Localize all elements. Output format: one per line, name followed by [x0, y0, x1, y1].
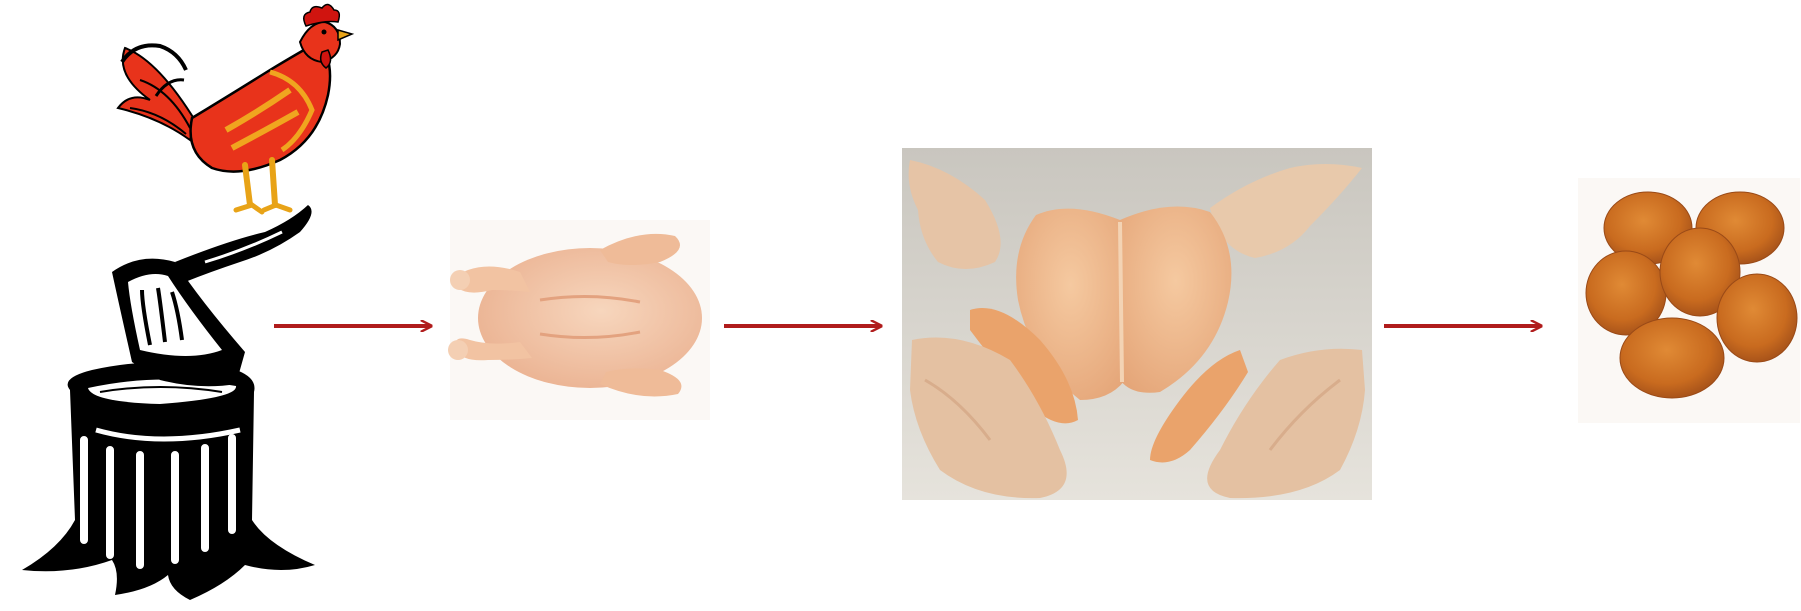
axe-icon: [112, 205, 312, 386]
rooster-on-chopping-block-icon: [22, 4, 352, 600]
stump-icon: [22, 362, 315, 600]
whole-raw-chicken-icon: [448, 220, 710, 420]
raw-chicken-parts-icon: [902, 148, 1372, 500]
rooster-icon: [118, 4, 352, 212]
chicken-nuggets-icon: [1578, 178, 1800, 423]
